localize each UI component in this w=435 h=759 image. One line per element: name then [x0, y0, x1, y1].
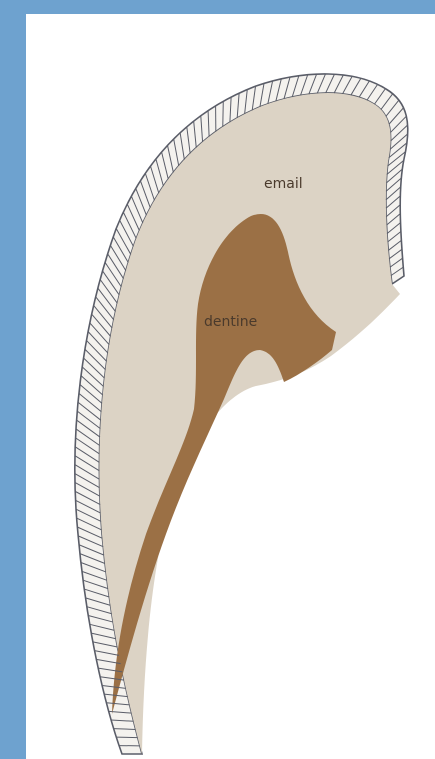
- dentine-label: dentine: [204, 314, 257, 330]
- enamel-label: email: [264, 176, 303, 192]
- tooth-germ-diagram: email dentine: [26, 14, 435, 759]
- cell-wall: [116, 737, 137, 738]
- cell-wall: [223, 101, 224, 126]
- diagram-canvas: email dentine: [26, 14, 435, 759]
